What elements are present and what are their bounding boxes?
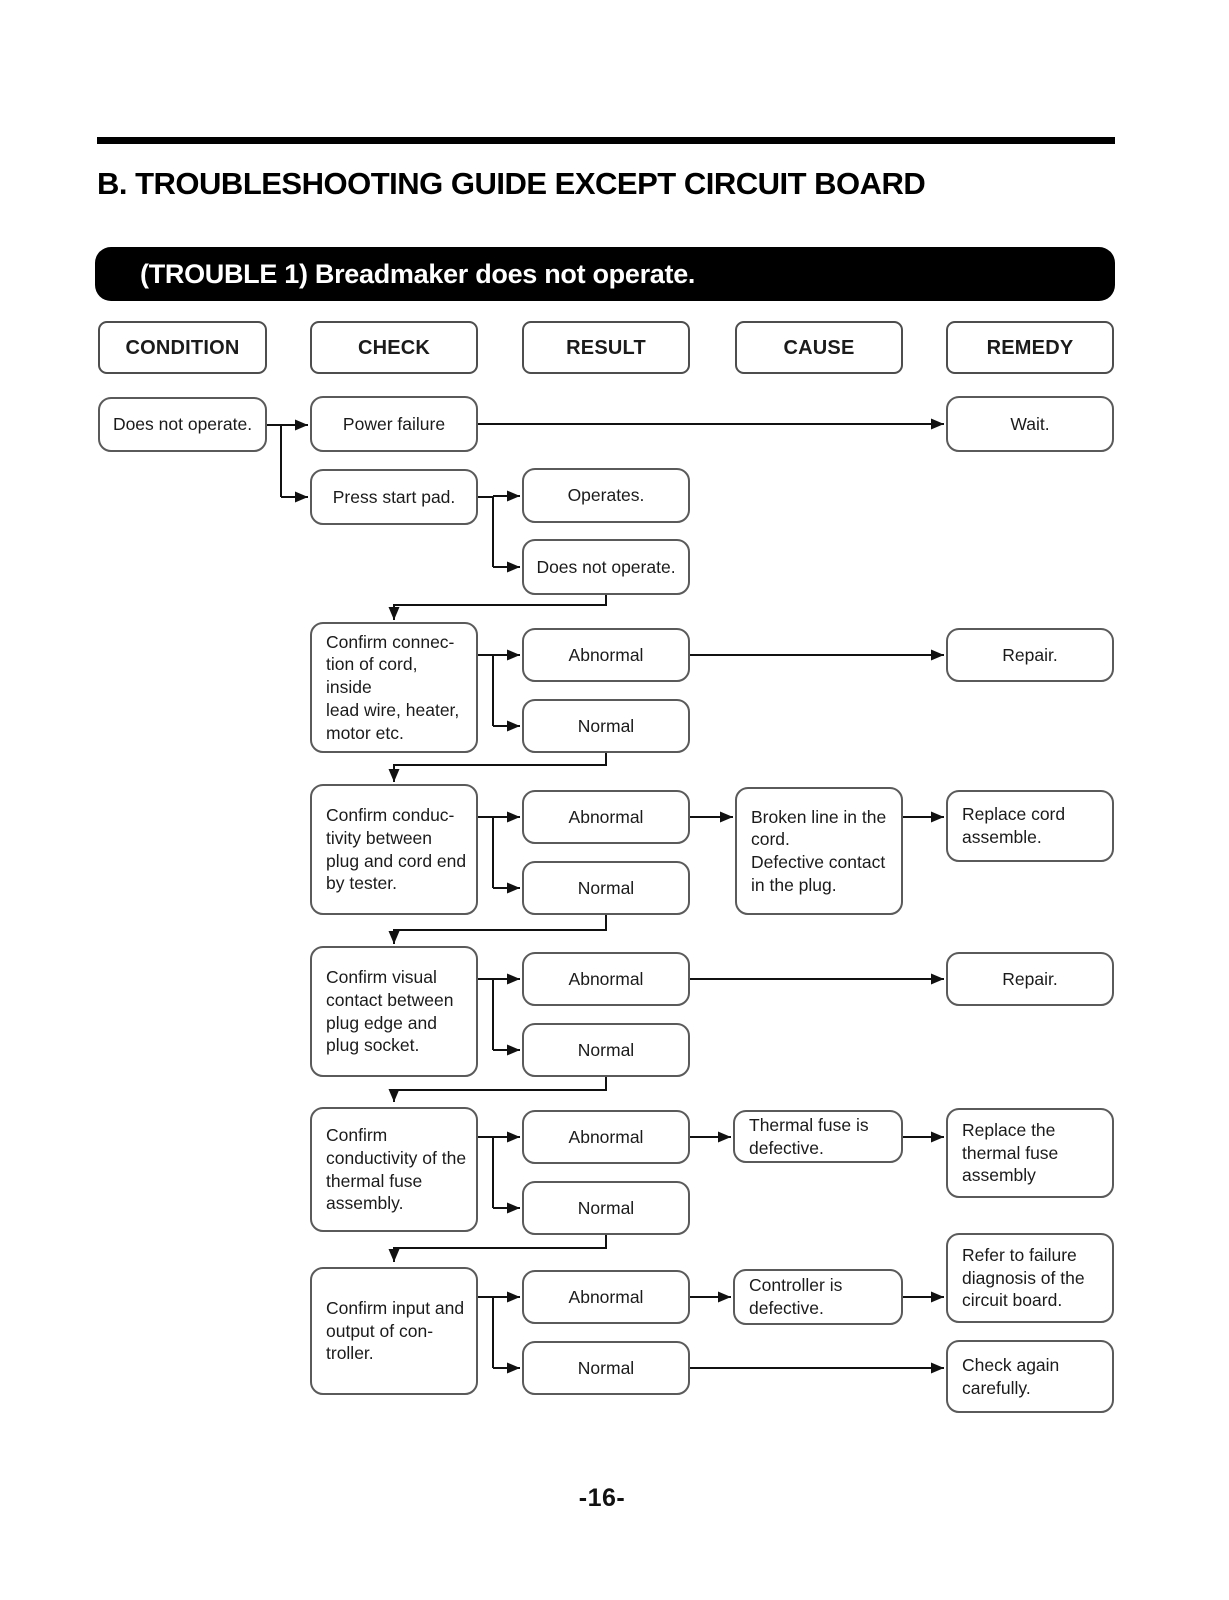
cause-broken-line-box: Broken line in the cord. Defective conta… — [735, 787, 903, 915]
check-plug-conductivity-box: Confirm conduc- tivity between plug and … — [310, 784, 478, 915]
header-result: RESULT — [522, 321, 690, 374]
check-controller-box: Confirm input and output of con- troller… — [310, 1267, 478, 1395]
result-abnormal-box: Abnormal — [522, 790, 690, 844]
result-abnormal-box: Abnormal — [522, 1110, 690, 1164]
check-cord-connection-box: Confirm connec- tion of cord, inside lea… — [310, 622, 478, 753]
cause-thermal-fuse-box: Thermal fuse is defective. — [733, 1110, 903, 1163]
result-normal-box: Normal — [522, 861, 690, 915]
result-normal-box: Normal — [522, 1341, 690, 1395]
result-normal-box: Normal — [522, 1023, 690, 1077]
trouble-banner-label: (TROUBLE 1) Breadmaker does not operate. — [140, 258, 696, 289]
header-cause: CAUSE — [735, 321, 903, 374]
header-condition: CONDITION — [98, 321, 267, 374]
result-abnormal-box: Abnormal — [522, 1270, 690, 1324]
cause-controller-box: Controller is defective. — [733, 1269, 903, 1325]
page-title: B. TROUBLESHOOTING GUIDE EXCEPT CIRCUIT … — [97, 166, 926, 201]
remedy-replace-fuse-box: Replace the thermal fuse assembly — [946, 1108, 1114, 1198]
trouble-banner: (TROUBLE 1) Breadmaker does not operate. — [95, 247, 1115, 301]
remedy-repair-box: Repair. — [946, 952, 1114, 1006]
result-abnormal-box: Abnormal — [522, 628, 690, 682]
page-number: -16- — [578, 1484, 626, 1512]
condition-box: Does not operate. — [98, 397, 267, 452]
result-abnormal-box: Abnormal — [522, 952, 690, 1006]
remedy-circuit-board-box: Refer to failure diagnosis of the circui… — [946, 1233, 1114, 1323]
check-press-start-box: Press start pad. — [310, 469, 478, 525]
check-visual-contact-box: Confirm visual contact between plug edge… — [310, 946, 478, 1077]
header-remedy: REMEDY — [946, 321, 1114, 374]
remedy-replace-cord-box: Replace cord assemble. — [946, 790, 1114, 862]
remedy-check-again-box: Check again carefully. — [946, 1340, 1114, 1413]
result-normal-box: Normal — [522, 699, 690, 753]
result-operates-box: Operates. — [522, 468, 690, 523]
check-thermal-fuse-box: Confirm conductivity of the thermal fuse… — [310, 1107, 478, 1232]
top-rule — [97, 137, 1115, 144]
check-power-failure-box: Power failure — [310, 396, 478, 452]
header-check: CHECK — [310, 321, 478, 374]
result-not-operate-box: Does not operate. — [522, 539, 690, 595]
result-normal-box: Normal — [522, 1181, 690, 1235]
remedy-repair-box: Repair. — [946, 628, 1114, 682]
remedy-wait-box: Wait. — [946, 396, 1114, 452]
